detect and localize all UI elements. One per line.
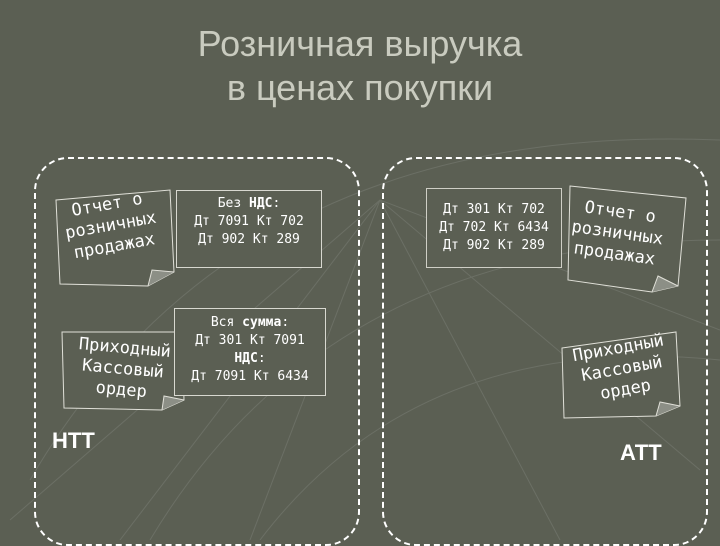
ntt-label: НТТ: [52, 428, 95, 453]
order-paper-icon-left: [61, 331, 185, 411]
entry-line: Дт 7091 Кт 702: [194, 214, 304, 229]
title-line-2: в ценах покупки: [226, 67, 494, 108]
entry-line: Дт 301 Кт 7091: [195, 333, 305, 348]
title-line-1: Розничная выручка: [197, 23, 523, 64]
report-paper-icon-left: [55, 189, 175, 287]
vat-heading: НДС:: [234, 351, 266, 366]
att-label: АТТ: [620, 440, 662, 465]
att-entries-box: Дт 301 Кт 702 Дт 702 Кт 6434 Дт 902 Кт 2…: [426, 188, 562, 268]
report-paper-icon-right: [567, 185, 687, 293]
report-note-right: Отчет о розничных продажах: [567, 196, 667, 271]
entry-line: Дт 301 Кт 702: [443, 202, 545, 217]
slide-title: Розничная выручка в ценах покупки: [0, 22, 720, 110]
entry-line: Дт 902 Кт 289: [198, 232, 300, 247]
entry-line: Дт 902 Кт 289: [443, 238, 545, 253]
full-sum-box: Вся сумма: Дт 301 Кт 7091 НДС: Дт 7091 К…: [174, 308, 326, 396]
order-paper-icon-right: [561, 331, 681, 419]
order-note-left: Приходный Кассовый ордер: [56, 332, 191, 406]
entry-line: Дт 7091 Кт 6434: [191, 369, 309, 384]
full-sum-heading: Вся сумма:: [210, 315, 290, 330]
no-vat-box: Без НДС: Дт 7091 Кт 702 Дт 902 Кт 289: [176, 190, 322, 268]
entry-line: Дт 702 Кт 6434: [439, 220, 549, 235]
no-vat-heading: Без НДС:: [217, 196, 281, 211]
